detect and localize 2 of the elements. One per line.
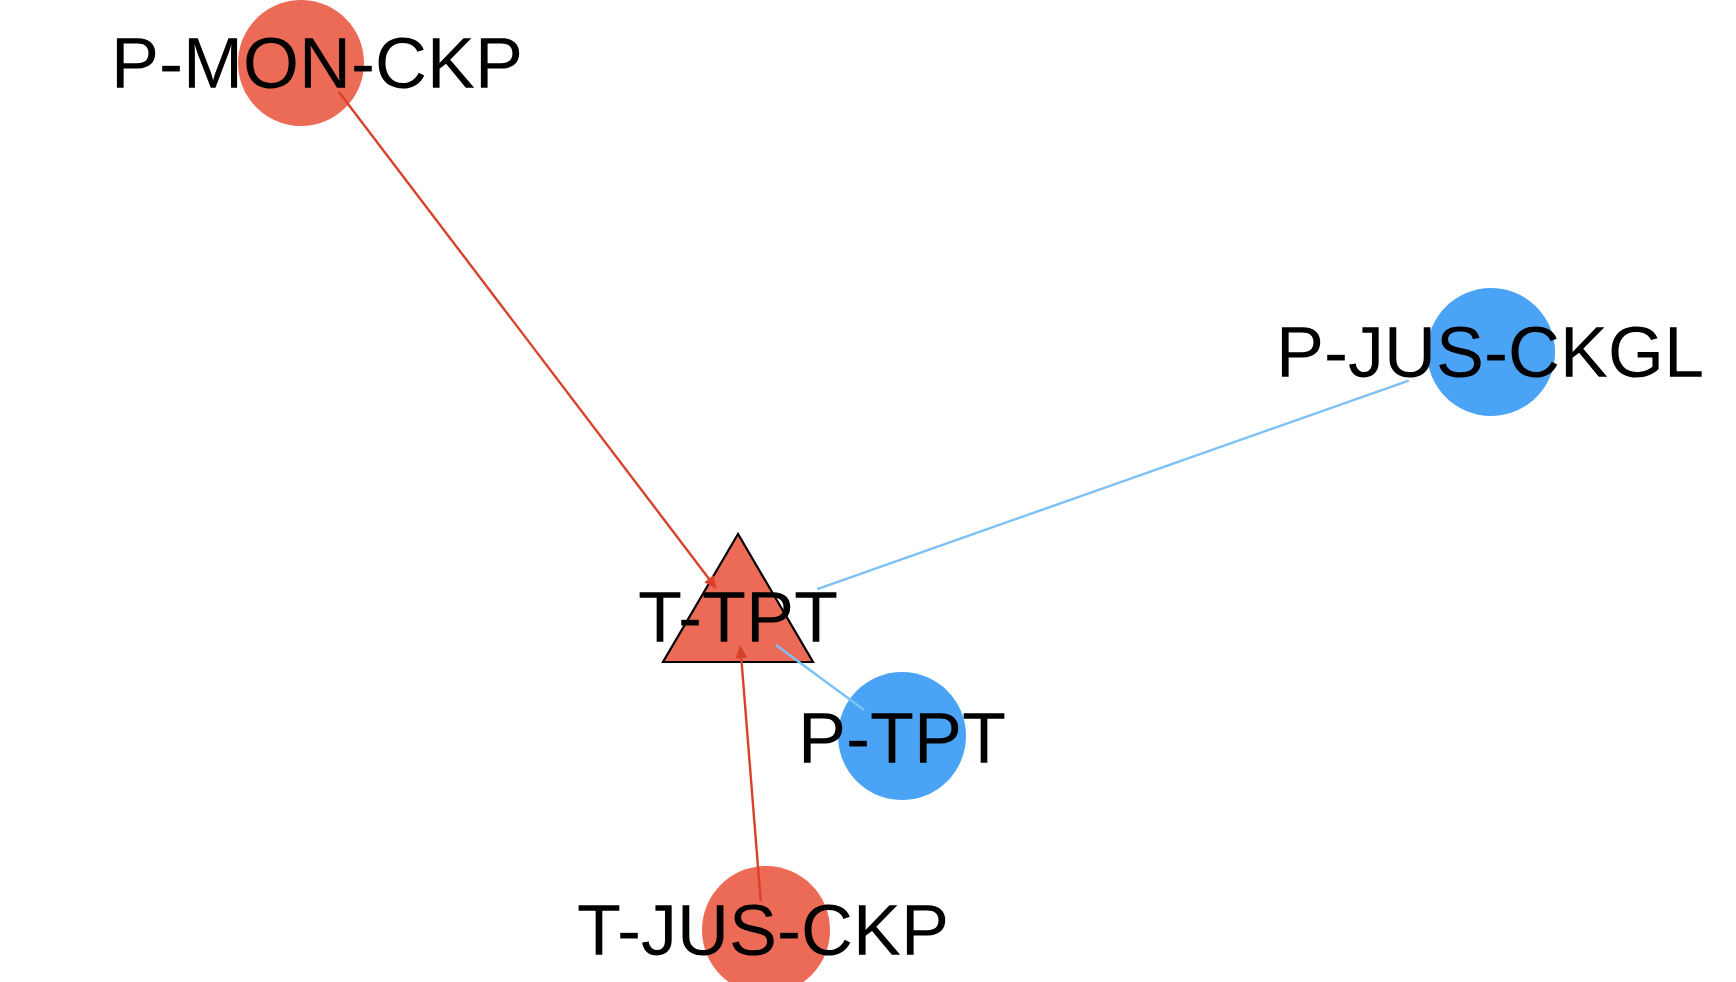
connector-line [816, 379, 1410, 591]
connector-line [775, 644, 865, 711]
